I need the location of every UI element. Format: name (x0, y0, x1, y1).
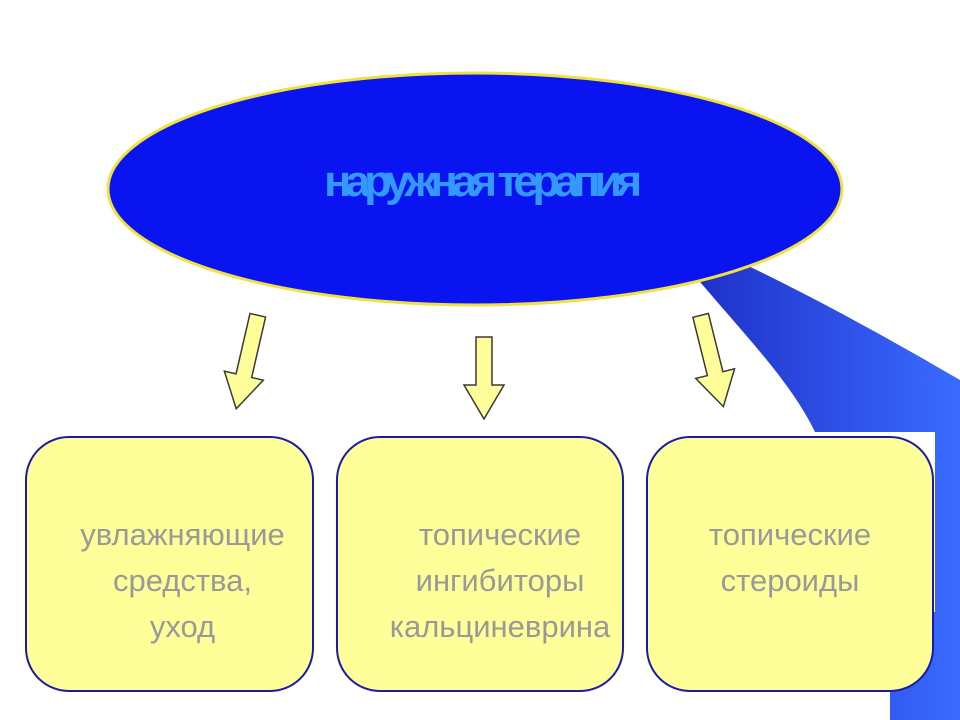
box-line: стероиды (720, 563, 860, 598)
decorative-swoosh-shape (690, 262, 960, 720)
box-line: кальциневрина (389, 609, 611, 644)
main-ellipse (106, 71, 844, 307)
box-moisturizers (25, 436, 314, 692)
box-line: уход (149, 609, 216, 644)
box-line: увлажняющие (80, 517, 285, 552)
box-line: ингибиторы (415, 563, 585, 598)
box-calcineurin-text: топические ингибиторы кальциневрина (360, 512, 640, 650)
box-steroids-text: топические стероиды (650, 512, 930, 604)
box-line: топические (708, 517, 872, 552)
arrow-center-icon (462, 336, 506, 421)
box-line: средства, (112, 563, 253, 598)
main-title: наружная терапия (324, 157, 639, 206)
box-calcineurin-inhibitors (336, 436, 624, 692)
box-line: топические (418, 517, 582, 552)
box-steroids (646, 436, 934, 692)
arrow-left-icon (223, 312, 267, 411)
arrow-right-icon (691, 312, 736, 409)
box-moisturizers-text: увлажняющие средства, уход (45, 512, 320, 650)
